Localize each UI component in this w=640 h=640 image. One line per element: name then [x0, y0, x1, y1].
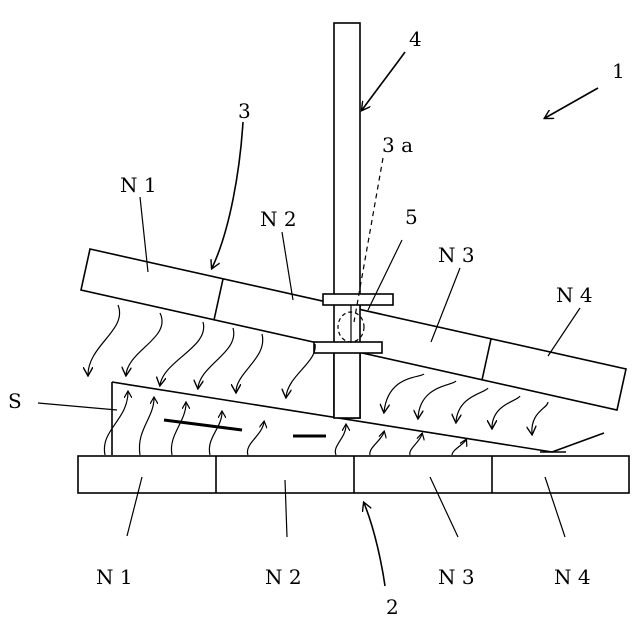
shaft-front	[334, 296, 360, 418]
label-gap: S	[8, 389, 22, 413]
label-lower-pole-n1: N 1	[96, 565, 133, 589]
label-device: 1	[612, 59, 625, 83]
label-pivot: 5	[405, 205, 418, 229]
label-lower-pole-n4: N 4	[554, 565, 591, 589]
label-upper-pole-n1: N 1	[120, 173, 157, 197]
label-upper-pole-n3: N 3	[438, 243, 475, 267]
lower-magnet	[78, 456, 629, 493]
label-shaft: 4	[409, 27, 422, 51]
label-lower-pole-n2: N 2	[265, 565, 302, 589]
label-upper-pole-n2: N 2	[260, 207, 297, 231]
label-upper-magnet-axis: 3 a	[382, 133, 413, 157]
label-lower-magnet: 2	[386, 595, 399, 619]
label-lower-pole-n3: N 3	[438, 565, 475, 589]
label-upper-magnet: 3	[238, 99, 251, 123]
label-upper-pole-n4: N 4	[556, 283, 593, 307]
